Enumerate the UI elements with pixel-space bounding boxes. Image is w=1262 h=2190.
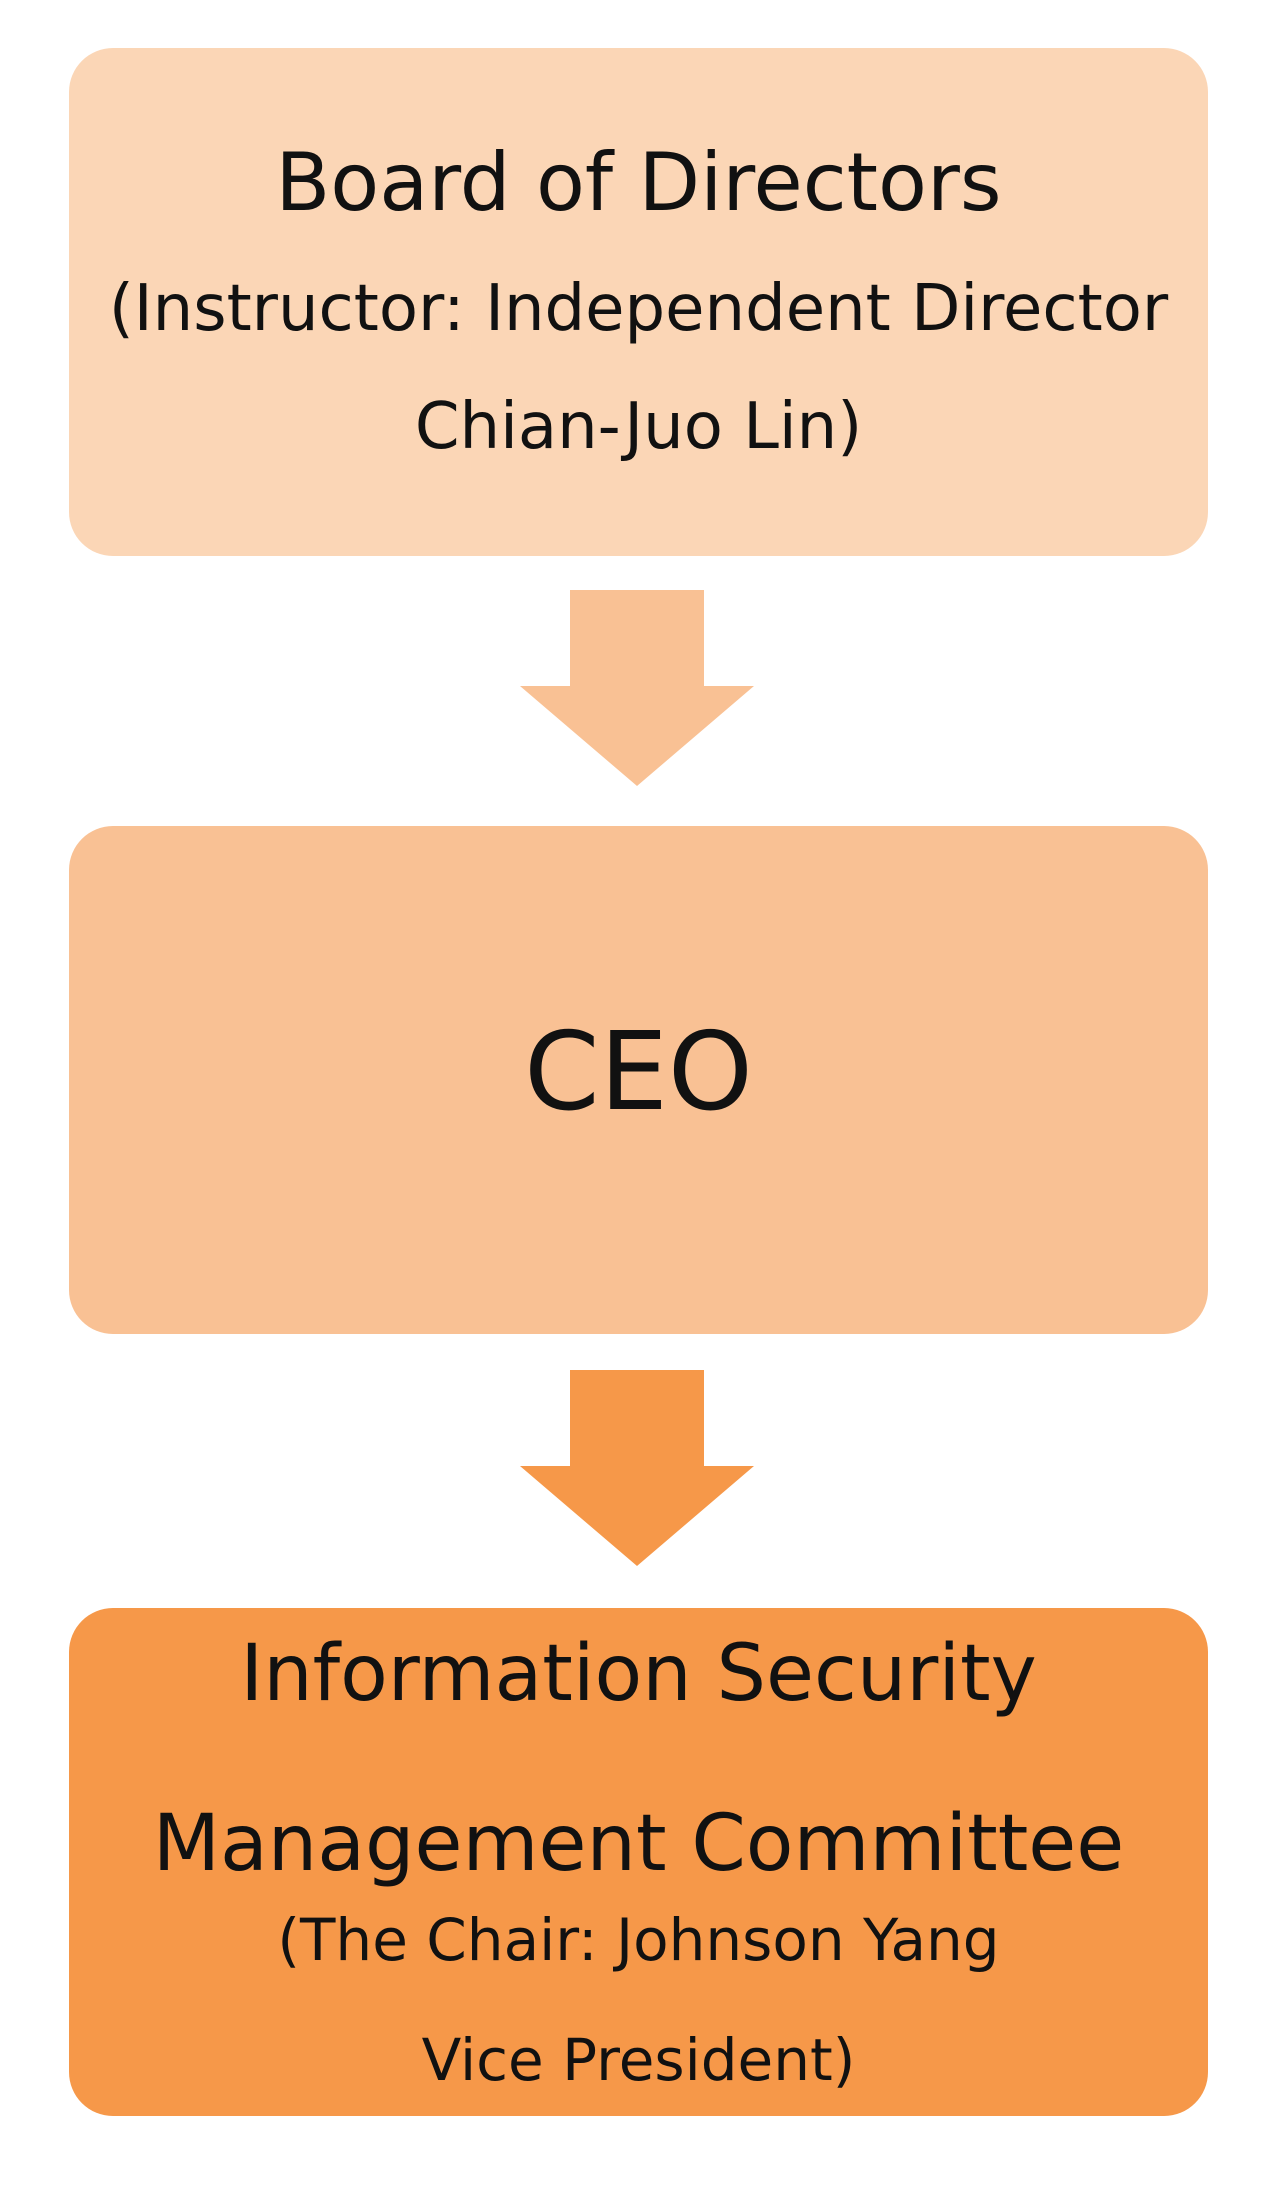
committee-title-line2: Management Committee — [152, 1799, 1125, 1889]
board-instructor-name: Chian-Juo Lin) — [414, 390, 863, 464]
board-instructor-line: (Instructor: Independent Director — [108, 272, 1169, 346]
committee-chair-title: Vice President) — [421, 2026, 856, 2094]
ceo-box: CEO — [69, 826, 1208, 1334]
down-arrow-board-to-ceo — [520, 590, 754, 786]
board-of-directors-box: Board of Directors (Instructor: Independ… — [69, 48, 1208, 556]
committee-chair-line: (The Chair: Johnson Yang — [277, 1906, 1000, 1974]
information-security-committee-box: Information Security Management Committe… — [69, 1608, 1208, 2116]
board-title: Board of Directors — [275, 136, 1002, 229]
down-arrow-ceo-to-committee — [520, 1370, 754, 1566]
ceo-title: CEO — [524, 1010, 753, 1135]
committee-title-line1: Information Security — [240, 1629, 1037, 1719]
